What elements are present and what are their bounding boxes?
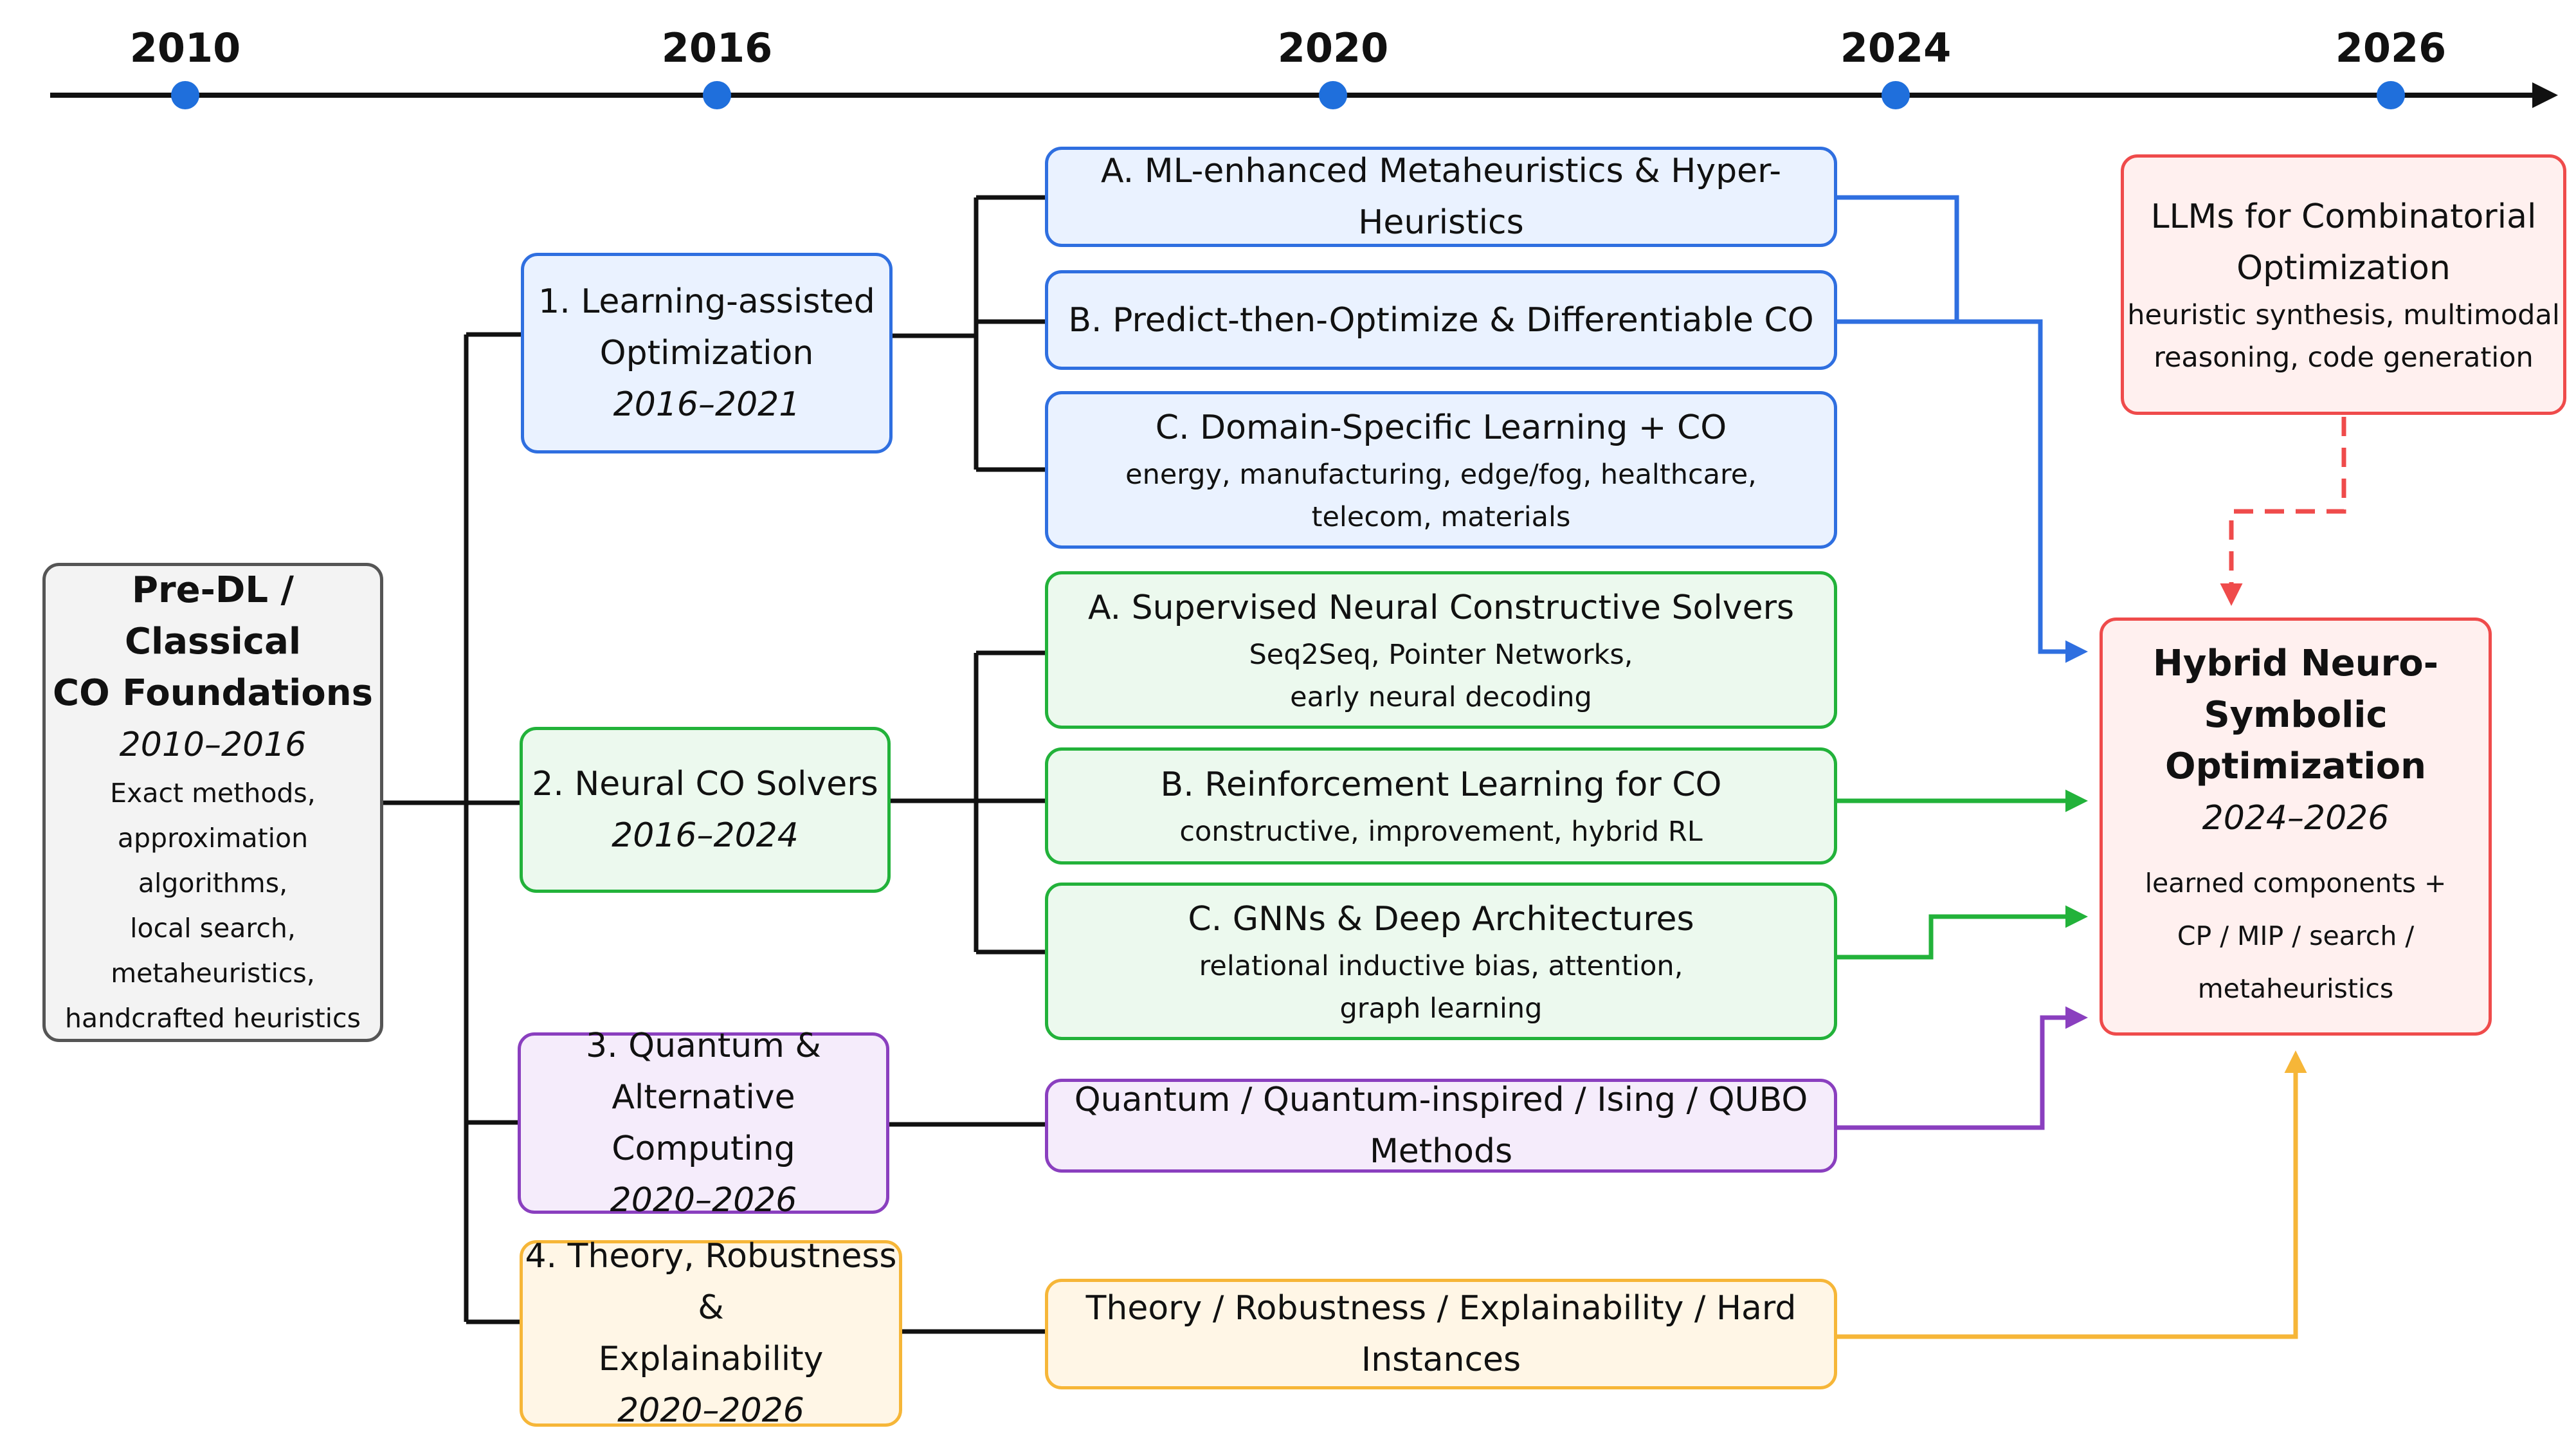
timeline-year-2020: 2020 (1277, 24, 1389, 71)
learning-c-desc: energy, manufacturing, edge/fog, healthc… (1125, 458, 1757, 491)
quantum-to-hybrid-arrow (1837, 1006, 2088, 1130)
learning-c-desc: telecom, materials (1311, 500, 1571, 533)
branch-4-title-line2: Explainability (598, 1340, 824, 1378)
llm-to-hybrid-arrow (2220, 417, 2346, 606)
learning-to-hybrid-arrow (1837, 319, 2088, 663)
branch-2-title: 2. Neural CO Solvers (532, 765, 878, 803)
learning-b-box: B. Predict-then-Optimize & Differentiabl… (1045, 270, 1837, 370)
timeline-year-2016: 2016 (661, 24, 773, 71)
quantum-methods-box: Quantum / Quantum-inspired / Ising / QUB… (1045, 1079, 1837, 1173)
branch-1-title-line1: 1. Learning-assisted (538, 282, 875, 321)
root-desc-line: metaheuristics, (111, 957, 315, 989)
branch-1-years: 2016–2021 (613, 385, 801, 424)
root-title-line2: CO Foundations (53, 672, 373, 714)
quantum-computing-box: 3. Quantum & Alternative Computing 2020–… (518, 1027, 889, 1220)
timeline-dot-2020 (1319, 81, 1347, 109)
llm-title-line1: LLMs for Combinatorial (2150, 197, 2537, 236)
timeline-year-2026: 2026 (2335, 24, 2447, 71)
neural-c-desc: graph learning (1339, 992, 1543, 1025)
branch-4-title-line1: 4. Theory, Robustness & (525, 1237, 897, 1327)
hybrid-title-line1: Hybrid Neuro-Symbolic (2153, 643, 2438, 736)
quantum-methods-title: Quantum / Quantum-inspired / Ising / QUB… (1074, 1081, 1808, 1171)
neural-a-desc: early neural decoding (1290, 681, 1592, 713)
neural-b-title: B. Reinforcement Learning for CO (1160, 765, 1722, 804)
root-desc-line: handcrafted heuristics (65, 1002, 361, 1034)
hybrid-neuro-symbolic-box: Hybrid Neuro-Symbolic Optimization 2024–… (2100, 618, 2492, 1036)
theory-to-hybrid-arrow (1837, 1050, 2307, 1339)
timeline-dot-2024 (1882, 81, 1910, 109)
llm-desc: heuristic synthesis, multimodal (2127, 298, 2560, 331)
root-desc-line: local search, (130, 912, 296, 944)
theory-methods-box: Theory / Robustness / Explainability / H… (1045, 1279, 1837, 1389)
theory-robustness-box: 4. Theory, Robustness & Explainability 2… (520, 1237, 902, 1430)
root-desc-line: approximation algorithms, (117, 822, 309, 899)
branch-1-title-line2: Optimization (599, 334, 814, 372)
llm-box: LLMs for Combinatorial Optimization heur… (2121, 154, 2566, 415)
hybrid-title-line2: Optimization (2165, 746, 2426, 787)
neural-c-to-hybrid-arrow (1837, 905, 2088, 960)
timeline-dot-2010 (171, 81, 199, 109)
neural-a-desc: Seq2Seq, Pointer Networks, (1249, 638, 1633, 671)
branch-2-years: 2016–2024 (612, 816, 799, 855)
hybrid-desc: CP / MIP / search / (2177, 920, 2415, 951)
neural-b-box: B. Reinforcement Learning for CO constru… (1045, 747, 1837, 865)
neural-a-box: A. Supervised Neural Constructive Solver… (1045, 571, 1837, 729)
learning-c-box: C. Domain-Specific Learning + CO energy,… (1045, 391, 1837, 549)
learning-b-title: B. Predict-then-Optimize & Differentiabl… (1068, 300, 1814, 340)
neural-b-desc: constructive, improvement, hybrid RL (1179, 816, 1703, 848)
root-years: 2010–2016 (119, 725, 307, 764)
neural-c-desc: relational inductive bias, attention, (1199, 949, 1683, 982)
timeline-year-2024: 2024 (1840, 24, 1952, 71)
hybrid-years: 2024–2026 (2202, 799, 2390, 837)
branch-4-years: 2020–2026 (617, 1391, 804, 1430)
learning-a-box: A. ML-enhanced Metaheuristics & Hyper-He… (1045, 147, 1837, 247)
branch-3-title-line2: Alternative Computing (612, 1078, 795, 1168)
timeline-year-2010: 2010 (129, 24, 241, 71)
neural-solvers-box: 2. Neural CO Solvers 2016–2024 (520, 727, 891, 893)
classical-foundations-box: Pre-DL / Classical CO Foundations 2010–2… (42, 563, 383, 1042)
neural-c-box: C. GNNs & Deep Architectures relational … (1045, 883, 1837, 1040)
branch-3-years: 2020–2026 (610, 1181, 797, 1220)
timeline-dot-2026 (2377, 81, 2405, 109)
root-title-line1: Pre-DL / Classical (124, 569, 302, 663)
root-desc-line: Exact methods, (110, 777, 316, 809)
neural-a-title: A. Supervised Neural Constructive Solver… (1087, 588, 1795, 627)
learning-assisted-box: 1. Learning-assisted Optimization 2016–2… (521, 253, 893, 453)
timeline-dot-2016 (703, 81, 731, 109)
hybrid-desc: learned components + (2145, 868, 2447, 899)
learning-a-title: A. ML-enhanced Metaheuristics & Hyper-He… (1100, 152, 1781, 242)
learning-a-line (1837, 195, 1959, 322)
neural-c-title: C. GNNs & Deep Architectures (1188, 899, 1694, 938)
llm-title-line2: Optimization (2236, 248, 2451, 288)
llm-desc: reasoning, code generation (2154, 341, 2534, 374)
branch-3-title-line1: 3. Quantum & (586, 1027, 821, 1065)
theory-methods-title: Theory / Robustness / Explainability / H… (1085, 1289, 1797, 1379)
learning-c-title: C. Domain-Specific Learning + CO (1155, 408, 1727, 447)
hybrid-desc: metaheuristics (2197, 973, 2394, 1004)
